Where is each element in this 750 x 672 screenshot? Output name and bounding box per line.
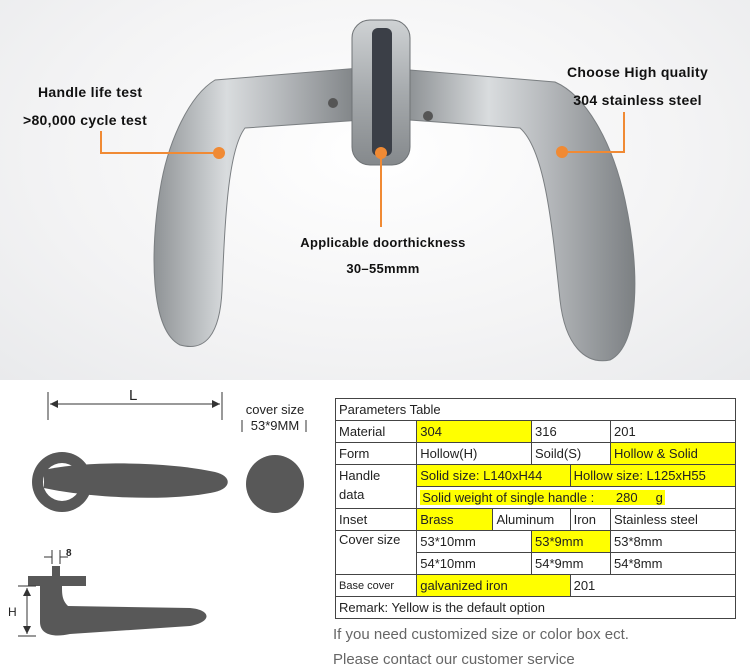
callout-line bbox=[380, 155, 382, 227]
cover-size-row-label: Cover size bbox=[334, 530, 418, 575]
cover-54-8: 54*8mm bbox=[610, 552, 736, 575]
product-photo bbox=[0, 0, 750, 380]
table-row: Base cover galvanized iron 201 bbox=[334, 574, 737, 597]
door-thickness-title: Applicable doorthickness bbox=[300, 235, 466, 250]
parameters-table: Parameters Table Material 304 316 201 Fo… bbox=[334, 398, 737, 619]
quality-value: 304 stainless steel bbox=[573, 92, 702, 108]
table-title: Parameters Table bbox=[335, 398, 736, 421]
callout-line bbox=[566, 151, 625, 153]
door-thickness-callout: Applicable doorthickness 30–55mmm bbox=[288, 230, 478, 282]
form-hollow-solid: Hollow & Solid bbox=[610, 442, 736, 465]
cover-54-10: 54*10mm bbox=[416, 552, 532, 575]
solid-weight-cell: Solid weight of single handle : 280 g bbox=[416, 486, 736, 509]
solid-size: Solid size: L140xH44 bbox=[416, 464, 571, 487]
form-hollow: Hollow(H) bbox=[416, 442, 532, 465]
handle-label-line1: Handle bbox=[339, 468, 381, 483]
table-row: Solid weight of single handle : 280 g bbox=[336, 486, 736, 509]
thickness-label: 8 bbox=[66, 548, 72, 559]
table-row: Inset Brass Aluminum Iron Stainless stee… bbox=[334, 508, 736, 531]
cover-size-title: cover size bbox=[245, 402, 305, 417]
material-304: 304 bbox=[416, 420, 532, 443]
quality-callout: Choose High quality 304 stainless steel bbox=[567, 58, 708, 114]
table-row: Material 304 316 201 bbox=[334, 420, 736, 443]
life-test-value: >80,000 cycle test bbox=[23, 112, 148, 128]
quality-title: Choose High quality bbox=[567, 64, 709, 80]
callout-dot bbox=[556, 146, 568, 158]
base-galvanized: galvanized iron bbox=[416, 574, 571, 597]
table-row: Remark: Yellow is the default option bbox=[335, 596, 736, 619]
table-row: Cover size 53*10mm 53*9mm 53*8mm bbox=[334, 530, 736, 575]
inset-iron: Iron bbox=[569, 508, 612, 531]
base-201: 201 bbox=[569, 574, 737, 597]
inset-stainless: Stainless steel bbox=[610, 508, 736, 531]
solid-weight: Solid weight of single handle : 280 g bbox=[420, 490, 665, 505]
custom-note: If you need customized size or color box… bbox=[333, 626, 629, 643]
cover-53-10: 53*10mm bbox=[416, 530, 532, 553]
life-test-title: Handle life test bbox=[38, 84, 143, 100]
table-row: Form Hollow(H) Soild(S) Hollow & Solid bbox=[334, 442, 736, 465]
life-test-callout: Handle life test >80,000 cycle test bbox=[23, 78, 147, 134]
material-316: 316 bbox=[530, 420, 612, 443]
hollow-size: Hollow size: L125xH55 bbox=[569, 464, 737, 487]
table-row: Parameters Table bbox=[335, 398, 736, 421]
contact-note: Please contact our customer service bbox=[333, 651, 575, 668]
cover-53-8: 53*8mm bbox=[610, 530, 736, 553]
length-label: L bbox=[129, 387, 138, 404]
height-label: H bbox=[8, 605, 17, 619]
cover-size-value: 53*9MM bbox=[250, 418, 300, 433]
base-cover-label: Base cover bbox=[334, 574, 418, 597]
material-201: 201 bbox=[610, 420, 736, 443]
cover-size-label: cover size 53*9MM bbox=[240, 402, 310, 434]
form-label: Form bbox=[334, 442, 418, 465]
lever-handle-illustration bbox=[153, 19, 636, 362]
technical-drawing bbox=[18, 392, 307, 637]
table-row: Handle data Solid size: L140xH44 Hollow … bbox=[334, 464, 737, 509]
cover-53-9: 53*9mm bbox=[530, 530, 612, 553]
inset-brass: Brass bbox=[416, 508, 494, 531]
form-solid: Soild(S) bbox=[530, 442, 612, 465]
table-row: 54*10mm 54*9mm 54*8mm bbox=[336, 552, 736, 575]
remark: Remark: Yellow is the default option bbox=[335, 596, 736, 619]
door-thickness-value: 30–55mmm bbox=[346, 261, 420, 276]
inset-aluminum: Aluminum bbox=[492, 508, 571, 531]
callout-line bbox=[100, 131, 102, 153]
callout-line bbox=[623, 112, 625, 152]
material-label: Material bbox=[334, 420, 418, 443]
handle-label-line2: data bbox=[339, 487, 365, 502]
callout-line bbox=[100, 152, 218, 154]
cover-54-9: 54*9mm bbox=[530, 552, 612, 575]
inset-label: Inset bbox=[334, 508, 418, 531]
callout-dot bbox=[213, 147, 225, 159]
handle-data-label: Handle data bbox=[334, 464, 418, 509]
callout-dot bbox=[375, 147, 387, 159]
